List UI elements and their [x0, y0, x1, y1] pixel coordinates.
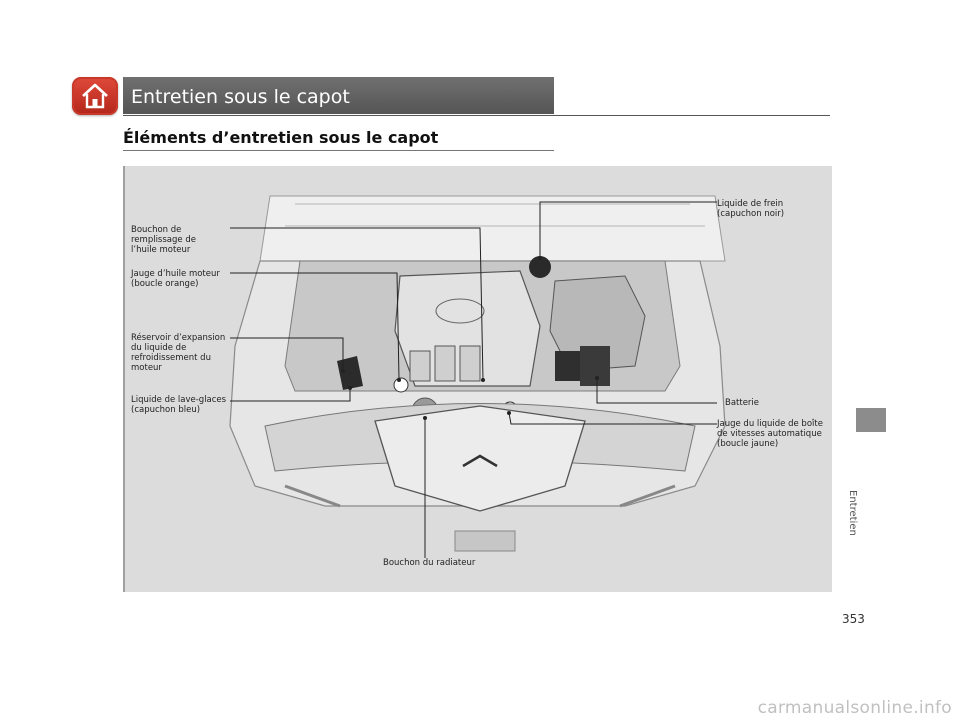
- label-oil-dipstick: Jauge d’huile moteur (boucle orange): [131, 269, 220, 289]
- label-oil-filler-cap: Bouchon de remplissage de l’huile moteur: [131, 225, 196, 255]
- section-header-bar: [123, 77, 554, 114]
- label-brake-fluid: Liquide de frein (capuchon noir): [717, 199, 785, 219]
- sub-heading-divider: [123, 150, 554, 151]
- engine-bay-illustration: Bouchon de remplissage de l’huile moteur…: [123, 166, 832, 592]
- section-title: Entretien sous le capot: [131, 86, 350, 108]
- sub-heading: Éléments d’entretien sous le capot: [123, 128, 439, 147]
- title-divider: [123, 115, 830, 116]
- chapter-tab[interactable]: [856, 408, 886, 432]
- home-button[interactable]: [72, 77, 118, 115]
- watermark[interactable]: carmanualsonline.info: [757, 698, 952, 718]
- label-radiator-cap: Bouchon du radiateur: [383, 558, 476, 568]
- callout-leaders: [230, 201, 717, 558]
- label-washer-fluid: Liquide de lave-glaces (capuchon bleu): [131, 395, 227, 415]
- label-coolant-reservoir: Réservoir d’expansion du liquide de refr…: [131, 333, 226, 373]
- chapter-label: Entretien: [847, 490, 858, 536]
- engine-bay-drawing: [229, 195, 726, 558]
- label-battery: Batterie: [725, 398, 760, 408]
- home-icon: [82, 83, 108, 109]
- label-atf-dipstick: Jauge du liquide de boîte de vitesses au…: [717, 419, 823, 449]
- page-number: 353: [842, 612, 865, 626]
